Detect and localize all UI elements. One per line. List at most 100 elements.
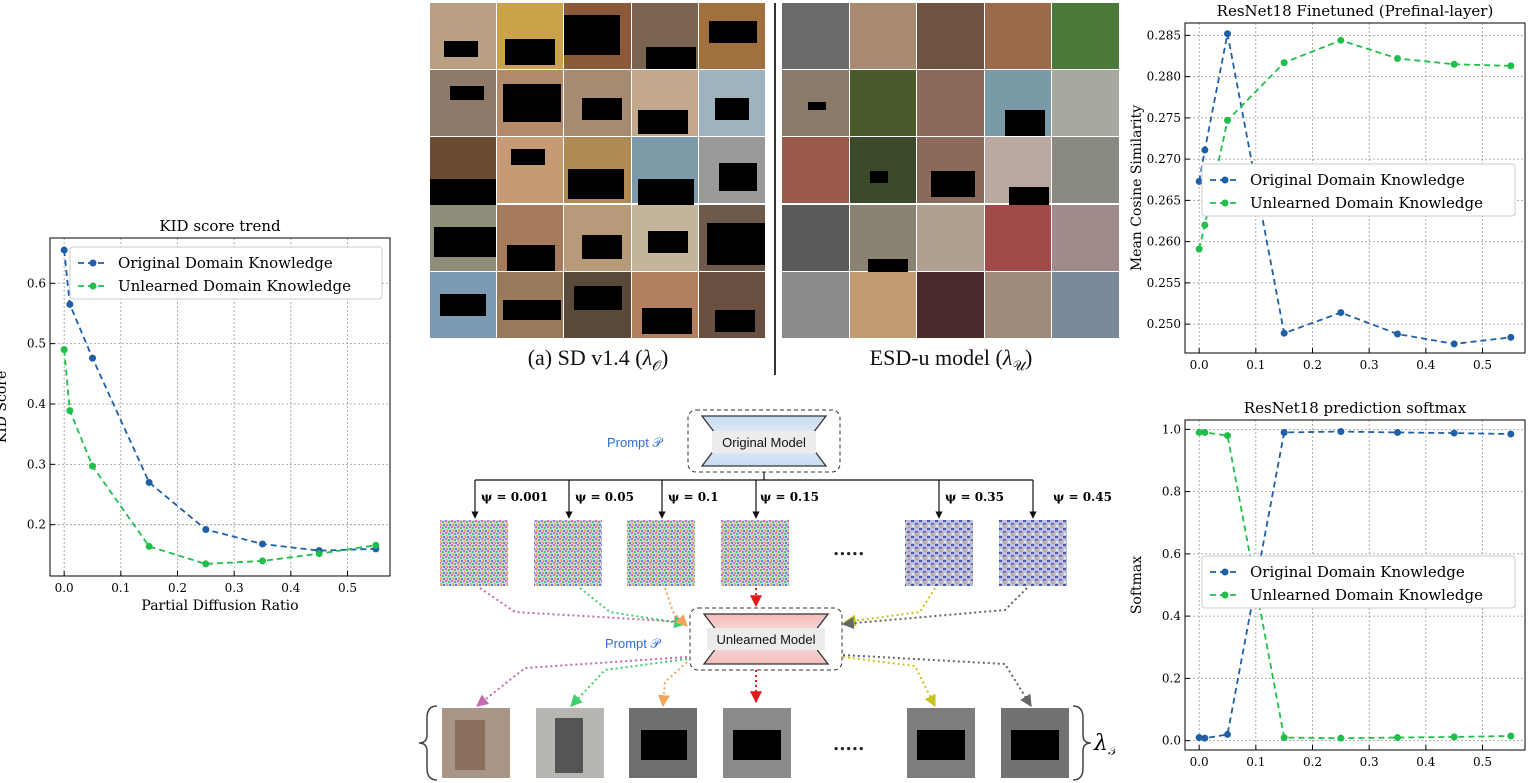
grid-image-tile <box>782 3 849 69</box>
x-tick-label: 0.2 <box>1303 358 1322 372</box>
output-ellipsis: ..... <box>833 734 864 755</box>
x-tick-label: 0.5 <box>1473 755 1492 769</box>
esd-grid-caption: ESD-u model (λ𝒰) <box>869 345 1033 375</box>
y-tick-label: 0.0 <box>1162 734 1181 748</box>
plot-frame <box>1184 419 1526 751</box>
x-tick-label: 0.0 <box>1190 358 1209 372</box>
y-tick-label: 0.275 <box>1147 111 1181 125</box>
noisy-image <box>534 520 602 586</box>
data-point <box>1507 333 1515 341</box>
grid-image-tile <box>564 204 631 271</box>
grid-image-tile <box>782 137 849 204</box>
legend-label: Unlearned Domain Knowledge <box>1250 586 1483 604</box>
grid-image-tile <box>564 271 631 338</box>
output-images <box>442 708 1069 778</box>
y-tick-label: 0.5 <box>27 337 46 351</box>
data-point <box>145 478 153 486</box>
legend-marker <box>89 259 97 267</box>
y-tick-label: 0.250 <box>1147 317 1181 331</box>
censor-bar <box>645 47 696 69</box>
data-point <box>372 541 380 549</box>
legend-marker <box>89 282 97 290</box>
data-point <box>1201 146 1209 154</box>
y-tick-label: 0.4 <box>27 397 46 411</box>
series-line <box>1198 33 1511 345</box>
grid-image-tile <box>1052 204 1119 271</box>
grid-image-tile <box>497 271 564 338</box>
censor-bar <box>568 169 625 200</box>
y-tick-label: 0.2 <box>27 518 46 532</box>
prompt-label-bottom: Prompt 𝒫 <box>605 636 662 651</box>
grid-image-tile <box>917 137 984 204</box>
grid-image-tile <box>698 3 765 69</box>
y-tick-label: 0.8 <box>1162 485 1181 499</box>
grid-image-tile <box>782 70 849 137</box>
data-point <box>259 557 266 565</box>
grid-image-tile <box>1052 137 1119 204</box>
data-point <box>1394 54 1401 62</box>
x-tick-label: 0.4 <box>1416 358 1435 372</box>
data-point <box>1507 62 1515 70</box>
y-axis-label: Mean Cosine Similarity <box>1129 105 1145 271</box>
psi-label: ψ = 0.15 <box>760 490 819 504</box>
censor-bar <box>582 234 623 259</box>
grid-image-tile <box>631 3 698 69</box>
grid-image-tile <box>497 70 564 137</box>
legend-marker <box>1221 199 1229 207</box>
legend-label: Original Domain Knowledge <box>1250 563 1465 581</box>
y-tick-label: 0.265 <box>1147 193 1181 207</box>
noisy-image <box>440 520 508 586</box>
y-tick-label: 0.260 <box>1147 235 1181 249</box>
series-line <box>1199 430 1511 740</box>
psi-label: ψ = 0.1 <box>668 490 719 504</box>
grid-image-tile <box>917 271 984 338</box>
y-tick-label: 0.280 <box>1147 70 1181 84</box>
x-tick-label: 0.0 <box>55 581 74 595</box>
censor-bar <box>503 84 562 123</box>
psi-label: ψ = 0.45 <box>1053 490 1112 504</box>
censor-bar <box>718 163 757 192</box>
grid-image-tile <box>497 3 564 69</box>
arrows-to-outputs <box>476 654 1032 708</box>
grid-image-tile <box>984 204 1052 271</box>
data-point <box>1450 733 1458 741</box>
censor-bar <box>867 258 908 273</box>
y-tick-label: 0.285 <box>1147 28 1181 42</box>
data-point <box>202 560 210 568</box>
data-point <box>60 346 68 354</box>
grid-image-tile <box>698 271 765 338</box>
series-line <box>1199 431 1511 740</box>
original-model-block: Original Model <box>687 409 841 473</box>
psi-label: ψ = 0.001 <box>481 490 548 504</box>
x-tick-label: 0.3 <box>1360 755 1379 769</box>
grid-image-tile <box>564 137 631 204</box>
noisy-image <box>905 520 973 586</box>
legend-label: Original Domain Knowledge <box>1250 171 1465 189</box>
x-tick-label: 0.2 <box>168 581 187 595</box>
y-tick-label: 1.0 <box>1162 422 1181 436</box>
grid-image-tile <box>430 137 497 206</box>
data-point <box>1201 734 1209 742</box>
y-axis-label: KID Score <box>0 371 10 444</box>
grid-image-tile <box>782 271 849 338</box>
grid-image-tile <box>849 70 917 137</box>
x-tick-label: 0.2 <box>1303 755 1322 769</box>
pipeline-diagram: Original Model Prompt 𝒫 ψ = 0.001 ψ = 0.… <box>418 409 1115 781</box>
grid-image-tile <box>1052 3 1119 69</box>
data-point <box>259 540 266 548</box>
grid-image-tile <box>430 3 497 69</box>
data-point <box>66 300 74 308</box>
censor-bar <box>706 222 765 265</box>
arrows-to-unlearned <box>479 587 1028 630</box>
legend-label: Unlearned Domain Knowledge <box>118 277 351 295</box>
data-point <box>1280 428 1288 436</box>
noisy-image <box>999 520 1067 586</box>
y-tick-label: 0.270 <box>1147 152 1181 166</box>
legend-box <box>1201 555 1516 609</box>
data-point <box>1280 734 1288 742</box>
censor-bar <box>714 98 749 121</box>
noisy-images <box>440 520 1067 586</box>
grid-image-tile <box>984 137 1052 214</box>
